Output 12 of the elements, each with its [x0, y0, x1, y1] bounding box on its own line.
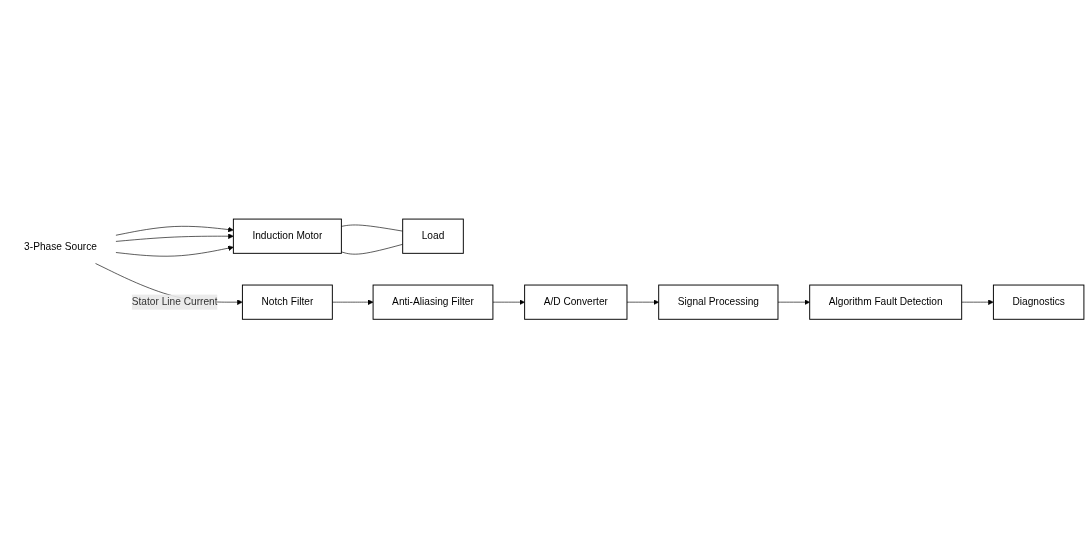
node-box: Load	[402, 218, 464, 254]
edge-label: Stator Line Current	[131, 296, 218, 308]
node-text: 3-Phase Source	[24, 240, 97, 252]
connector	[341, 243, 403, 255]
node-box: Induction Motor	[232, 218, 342, 254]
node-box: A/D Converter	[524, 284, 628, 320]
node-box: Diagnostics	[992, 284, 1085, 320]
connector	[341, 224, 403, 232]
node-box: Notch Filter	[241, 284, 333, 320]
node-box: Signal Processing	[658, 284, 779, 320]
node-box: Anti-Aliasing Filter	[372, 284, 494, 320]
node-box: Algorithm Fault Detection	[809, 284, 963, 320]
